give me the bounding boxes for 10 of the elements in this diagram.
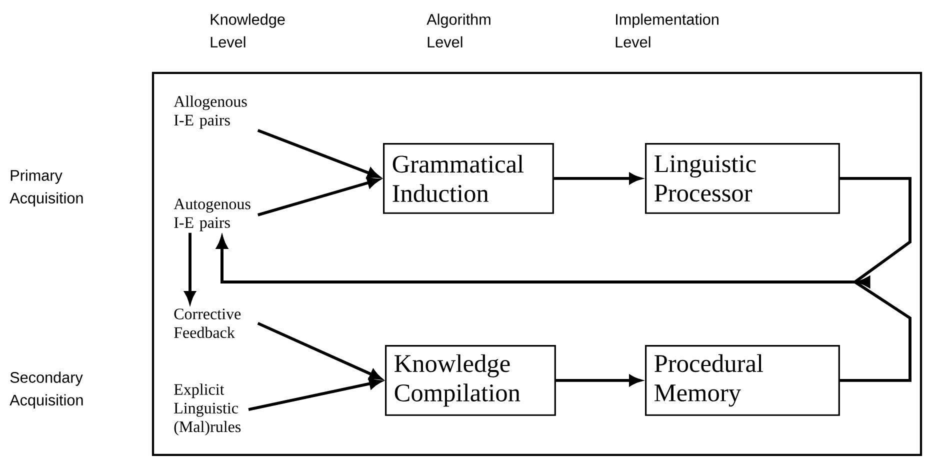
- column-header: Implementation Level: [616, 14, 718, 48]
- column-header: Knowledge Level: [210, 14, 285, 48]
- row-header: Secondary Acquisition: [10, 372, 83, 409]
- row-header: Primary Acquisition: [10, 170, 83, 207]
- process-box: Linguistic Processor: [645, 143, 840, 214]
- source-text: Allogenous I-E pairs: [174, 96, 247, 129]
- source-text: Autogenous I-E pairs: [174, 198, 250, 232]
- process-box: Grammatical Induction: [383, 143, 554, 214]
- source-text: Explicit Linguistic (Mal)rules: [174, 384, 241, 436]
- column-header: Algorithm Level: [426, 14, 490, 48]
